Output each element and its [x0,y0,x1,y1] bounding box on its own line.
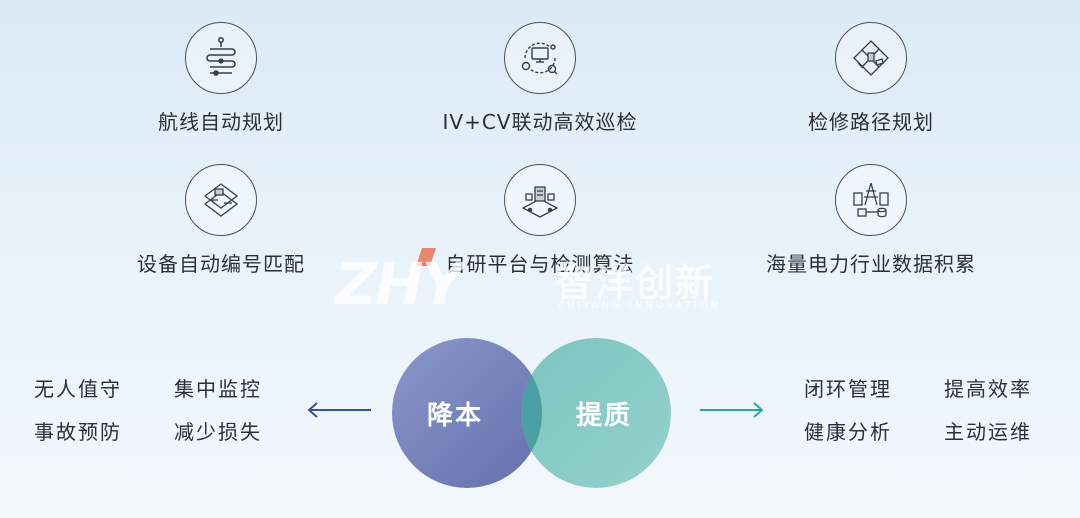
benefit-item: 健康分析 [804,420,892,444]
benefit-item: 主动运维 [944,420,1032,444]
quality-improvement-circle: 提质 [521,338,671,488]
feature-route-planning: 航线自动规划 [101,22,341,135]
feature-label: 设备自动编号匹配 [137,252,305,276]
cost-reduction-benefits: 无人值守 集中监控 事故预防 减少损失 [34,373,284,445]
quality-improvement-label: 提质 [575,400,632,431]
computer-cycle-icon [504,22,576,94]
cost-reduction-label: 降本 [426,400,483,431]
benefit-item: 闭环管理 [804,377,892,401]
feature-label: 检修路径规划 [808,110,934,134]
feature-iv-cv-inspection: IV+CV联动高效巡检 [420,22,660,135]
watermark-company-name-en: ZHIYANG INNOVATION [557,300,722,311]
feature-label: IV+CV联动高效巡检 [442,110,638,134]
platform-algorithm-icon [504,164,576,236]
benefit-item: 提高效率 [944,377,1032,401]
feature-label: 航线自动规划 [158,110,284,134]
cost-reduction-circle: 降本 [392,338,542,488]
route-planning-icon [185,22,257,94]
power-data-icon [835,164,907,236]
benefit-item: 事故预防 [34,420,122,444]
right-arrow-icon [700,402,764,418]
quality-improvement-benefits: 闭环管理 提高效率 健康分析 主动运维 [804,373,1054,445]
feature-platform-algorithm: 自研平台与检测算法 [420,164,660,277]
feature-device-numbering: 设备自动编号匹配 [101,164,341,277]
left-arrow-icon [307,402,371,418]
benefit-item: 无人值守 [34,377,122,401]
benefit-item: 减少损失 [174,420,262,444]
maintenance-map-icon [835,22,907,94]
feature-label: 自研平台与检测算法 [445,252,635,276]
feature-label: 海量电力行业数据积累 [766,252,976,276]
device-numbering-icon [185,164,257,236]
feature-power-data: 海量电力行业数据积累 [751,164,991,277]
benefit-item: 集中监控 [174,377,262,401]
feature-maintenance-path: 检修路径规划 [751,22,991,135]
